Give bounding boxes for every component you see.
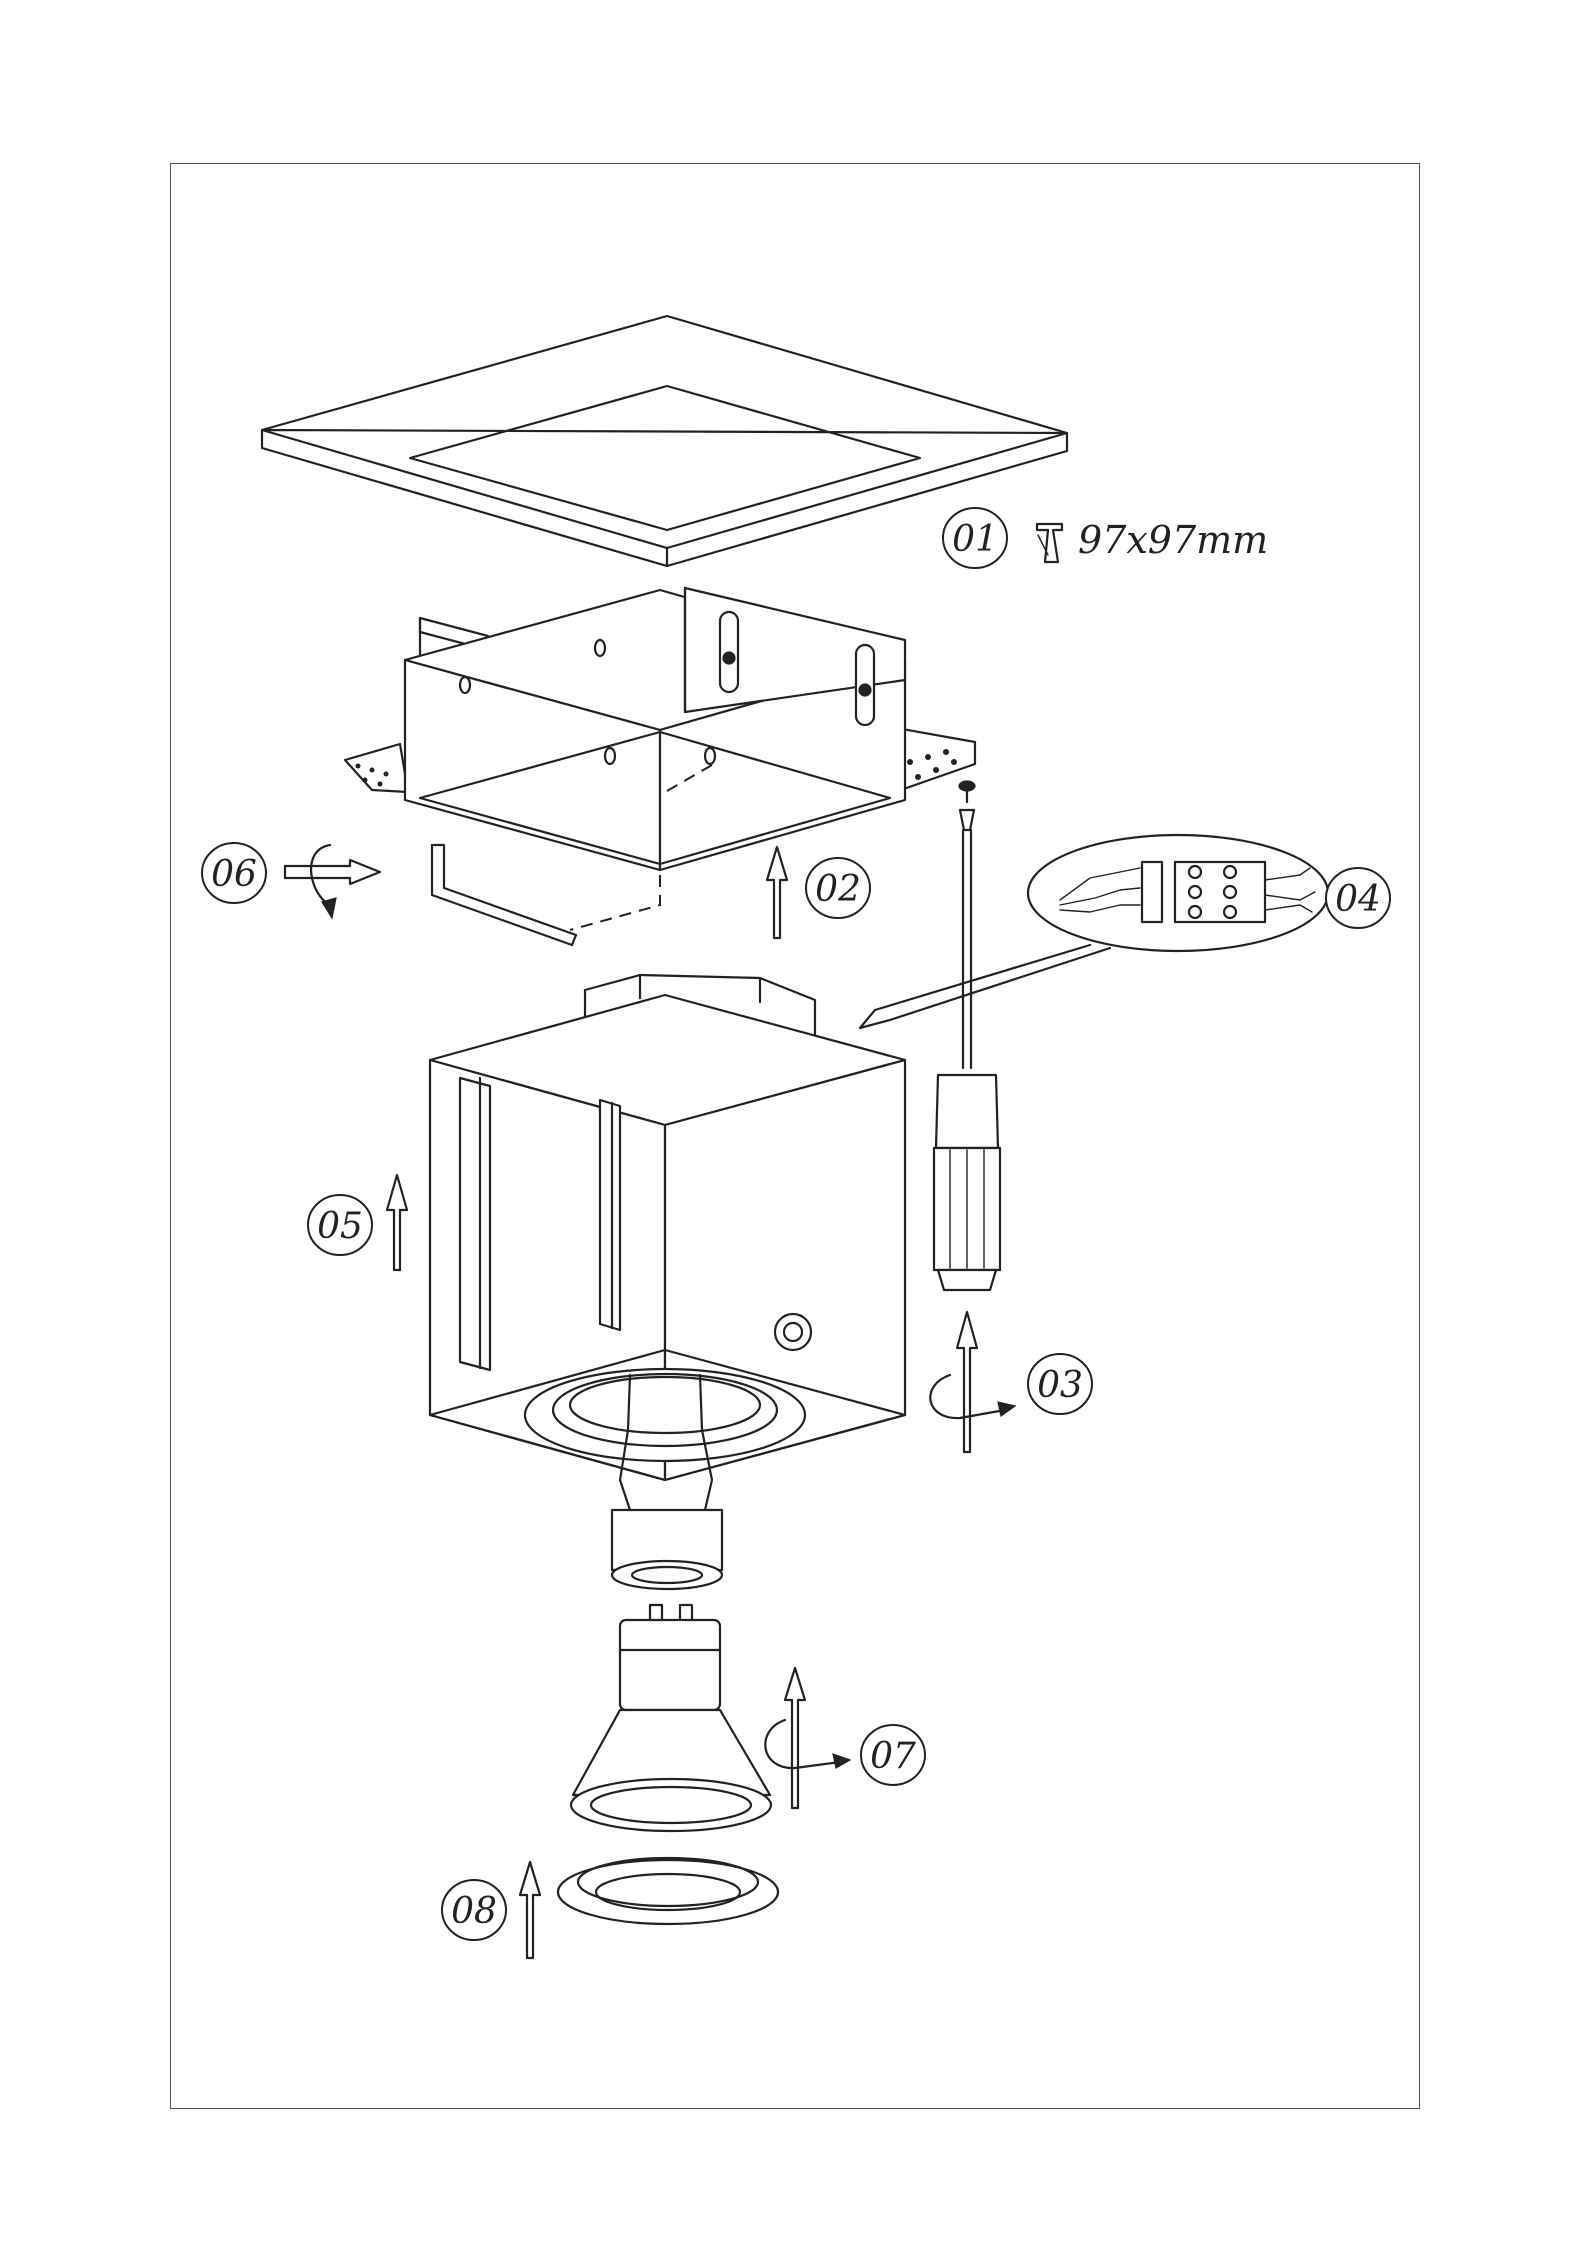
step-number-04: 04	[1335, 879, 1381, 920]
arrow-07	[765, 1668, 850, 1808]
luminaire-body	[430, 975, 905, 1480]
step-number-03: 03	[1037, 1365, 1083, 1406]
gu10-lamp	[571, 1605, 771, 1831]
step-number-05: 05	[317, 1206, 363, 1247]
arrow-02	[767, 847, 787, 938]
ceiling-cutout-icon	[1037, 524, 1062, 562]
step-number-08: 08	[451, 1891, 497, 1932]
step-label-04: 04	[1326, 868, 1390, 928]
arrow-08	[520, 1862, 540, 1958]
step-label-02: 02	[806, 858, 870, 918]
step-number-01: 01	[952, 519, 998, 560]
step-label-01: 01	[943, 508, 1007, 568]
screwdriver	[934, 781, 1000, 1290]
step-number-02: 02	[815, 869, 861, 910]
allen-key	[432, 845, 576, 945]
step-number-07: 07	[870, 1736, 916, 1777]
step-label-07: 07	[861, 1725, 925, 1785]
arrow-06	[285, 845, 380, 918]
arrow-03	[930, 1312, 1015, 1452]
arrow-05	[387, 1175, 407, 1270]
step-number-06: 06	[211, 854, 257, 895]
mounting-housing	[345, 588, 975, 930]
step-label-08: 08	[442, 1880, 506, 1940]
cutout-dimension: 97x97mm	[1078, 518, 1268, 562]
step-label-05: 05	[308, 1195, 372, 1255]
step-label-06: 06	[202, 843, 266, 903]
step-label-03: 03	[1028, 1354, 1092, 1414]
decorative-ring	[558, 1858, 778, 1924]
terminal-block-callout	[860, 835, 1328, 1028]
